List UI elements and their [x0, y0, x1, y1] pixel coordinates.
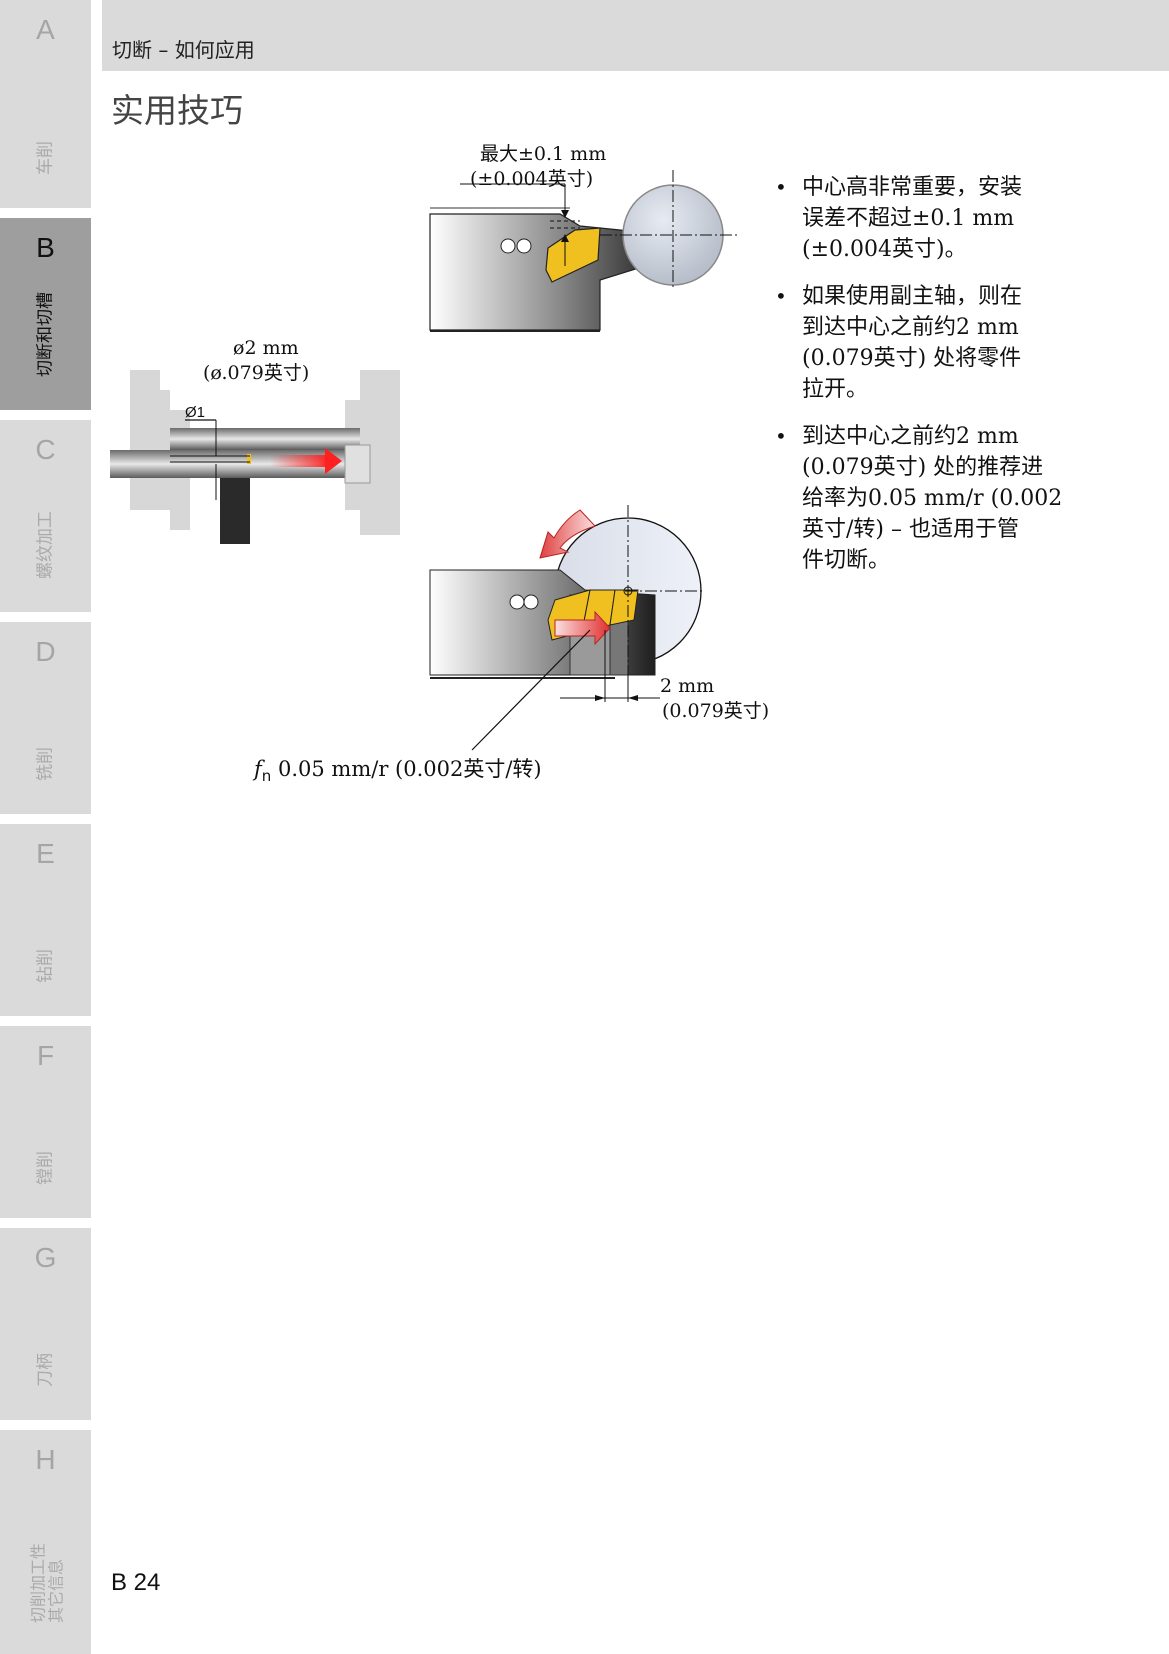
sub-spindle-illustration: Ø1 [110, 370, 400, 544]
tip-line: 中心高非常重要，安装 [802, 175, 1023, 200]
tab-letter: D [35, 636, 56, 667]
tolerance-label-inch: (±0.004英寸) [470, 168, 594, 190]
sidebar-tab-a[interactable]: A 车削 [0, 0, 91, 208]
sidebar-tab-h[interactable]: H 切削加工性 其它信息 [0, 1430, 91, 1654]
tab-letter: A [36, 14, 55, 45]
distance-label: 2 mm [660, 675, 715, 697]
feed-illustration [429, 505, 705, 751]
tab-label: 车削 [35, 141, 56, 175]
tab-label: 镗削 [35, 1151, 56, 1185]
sidebar-tab-g[interactable]: G 刀柄 [0, 1228, 91, 1420]
tolerance-label: 最大±0.1 mm [480, 143, 607, 165]
sidebar-tab-d[interactable]: D 铣削 [0, 622, 91, 814]
tab-letter: H [35, 1444, 56, 1475]
tips-list: 中心高非常重要，安装 误差不超过±0.1 mm (±0.004英寸)。 如果使用… [775, 172, 1105, 592]
tab-label-line2: 其它信息 [46, 1558, 66, 1623]
tab-letter: F [36, 1040, 55, 1071]
tab-letter: C [35, 434, 56, 465]
sidebar-tab-e[interactable]: E 钻削 [0, 824, 91, 1016]
sidebar-tab-b[interactable]: B 切断和切槽 [0, 218, 91, 410]
tip-line: 拉开。 [802, 377, 869, 402]
feed-rate-label: fn 0.05 mm/r (0.002英寸/转) [254, 757, 542, 789]
tab-label: 切断和切槽 [35, 292, 56, 377]
tip-line: (0.079英寸) 处将零件 [802, 346, 1022, 371]
tab-label: 钻削 [35, 949, 56, 983]
page-header: 切断 – 如何应用 [102, 0, 1169, 71]
tip-line: 给率为0.05 mm/r (0.002 [802, 486, 1063, 511]
tab-letter: E [36, 838, 55, 869]
tip-feed-rate: 到达中心之前约2 mm (0.079英寸) 处的推荐进 给率为0.05 mm/r… [775, 421, 1105, 576]
page-number: B 24 [111, 1569, 161, 1596]
tip-line: 误差不超过±0.1 mm [802, 206, 1015, 231]
diameter-label: ø2 mm [233, 337, 299, 359]
tab-label: 铣削 [35, 747, 56, 781]
sidebar-tab-f[interactable]: F 镗削 [0, 1026, 91, 1218]
sidebar-tab-c[interactable]: C 螺纹加工 [0, 420, 91, 612]
tab-letter: G [34, 1242, 57, 1273]
tip-line: (0.079英寸) 处的推荐进 [802, 455, 1044, 480]
section-sidebar: A 车削 B 切断和切槽 C 螺纹加工 D 铣削 E 钻削 F 镗削 G 刀柄 … [0, 0, 91, 1654]
feed-symbol: f [254, 757, 262, 781]
tip-sub-spindle: 如果使用副主轴，则在 到达中心之前约2 mm (0.079英寸) 处将零件 拉开… [775, 281, 1105, 405]
feed-value: 0.05 mm/r (0.002英寸/转) [277, 757, 542, 781]
tab-label-line1: 切削加工性 [28, 1542, 48, 1623]
distance-label-inch: (0.079英寸) [662, 700, 770, 722]
center-height-illustration [429, 170, 738, 332]
tab-label: 刀柄 [35, 1353, 56, 1387]
tip-line: 件切断。 [802, 548, 891, 573]
page-title: 实用技巧 [111, 91, 243, 130]
tip-line: 到达中心之前约2 mm [802, 315, 1019, 340]
feed-subscript: n [261, 767, 272, 786]
tip-line: 到达中心之前约2 mm [802, 424, 1019, 449]
diameter-label-inch: (ø.079英寸) [203, 362, 310, 384]
tip-line: (±0.004英寸)。 [802, 237, 967, 262]
header-title: 切断 – 如何应用 [112, 38, 255, 62]
tab-label: 螺纹加工 [35, 511, 56, 579]
dim-label-d1: Ø1 [185, 404, 205, 421]
tip-line: 英寸/转) – 也适用于管 [802, 517, 1019, 542]
tab-letter: B [36, 232, 55, 263]
tip-line: 如果使用副主轴，则在 [802, 284, 1023, 309]
tip-center-height: 中心高非常重要，安装 误差不超过±0.1 mm (±0.004英寸)。 [775, 172, 1105, 265]
